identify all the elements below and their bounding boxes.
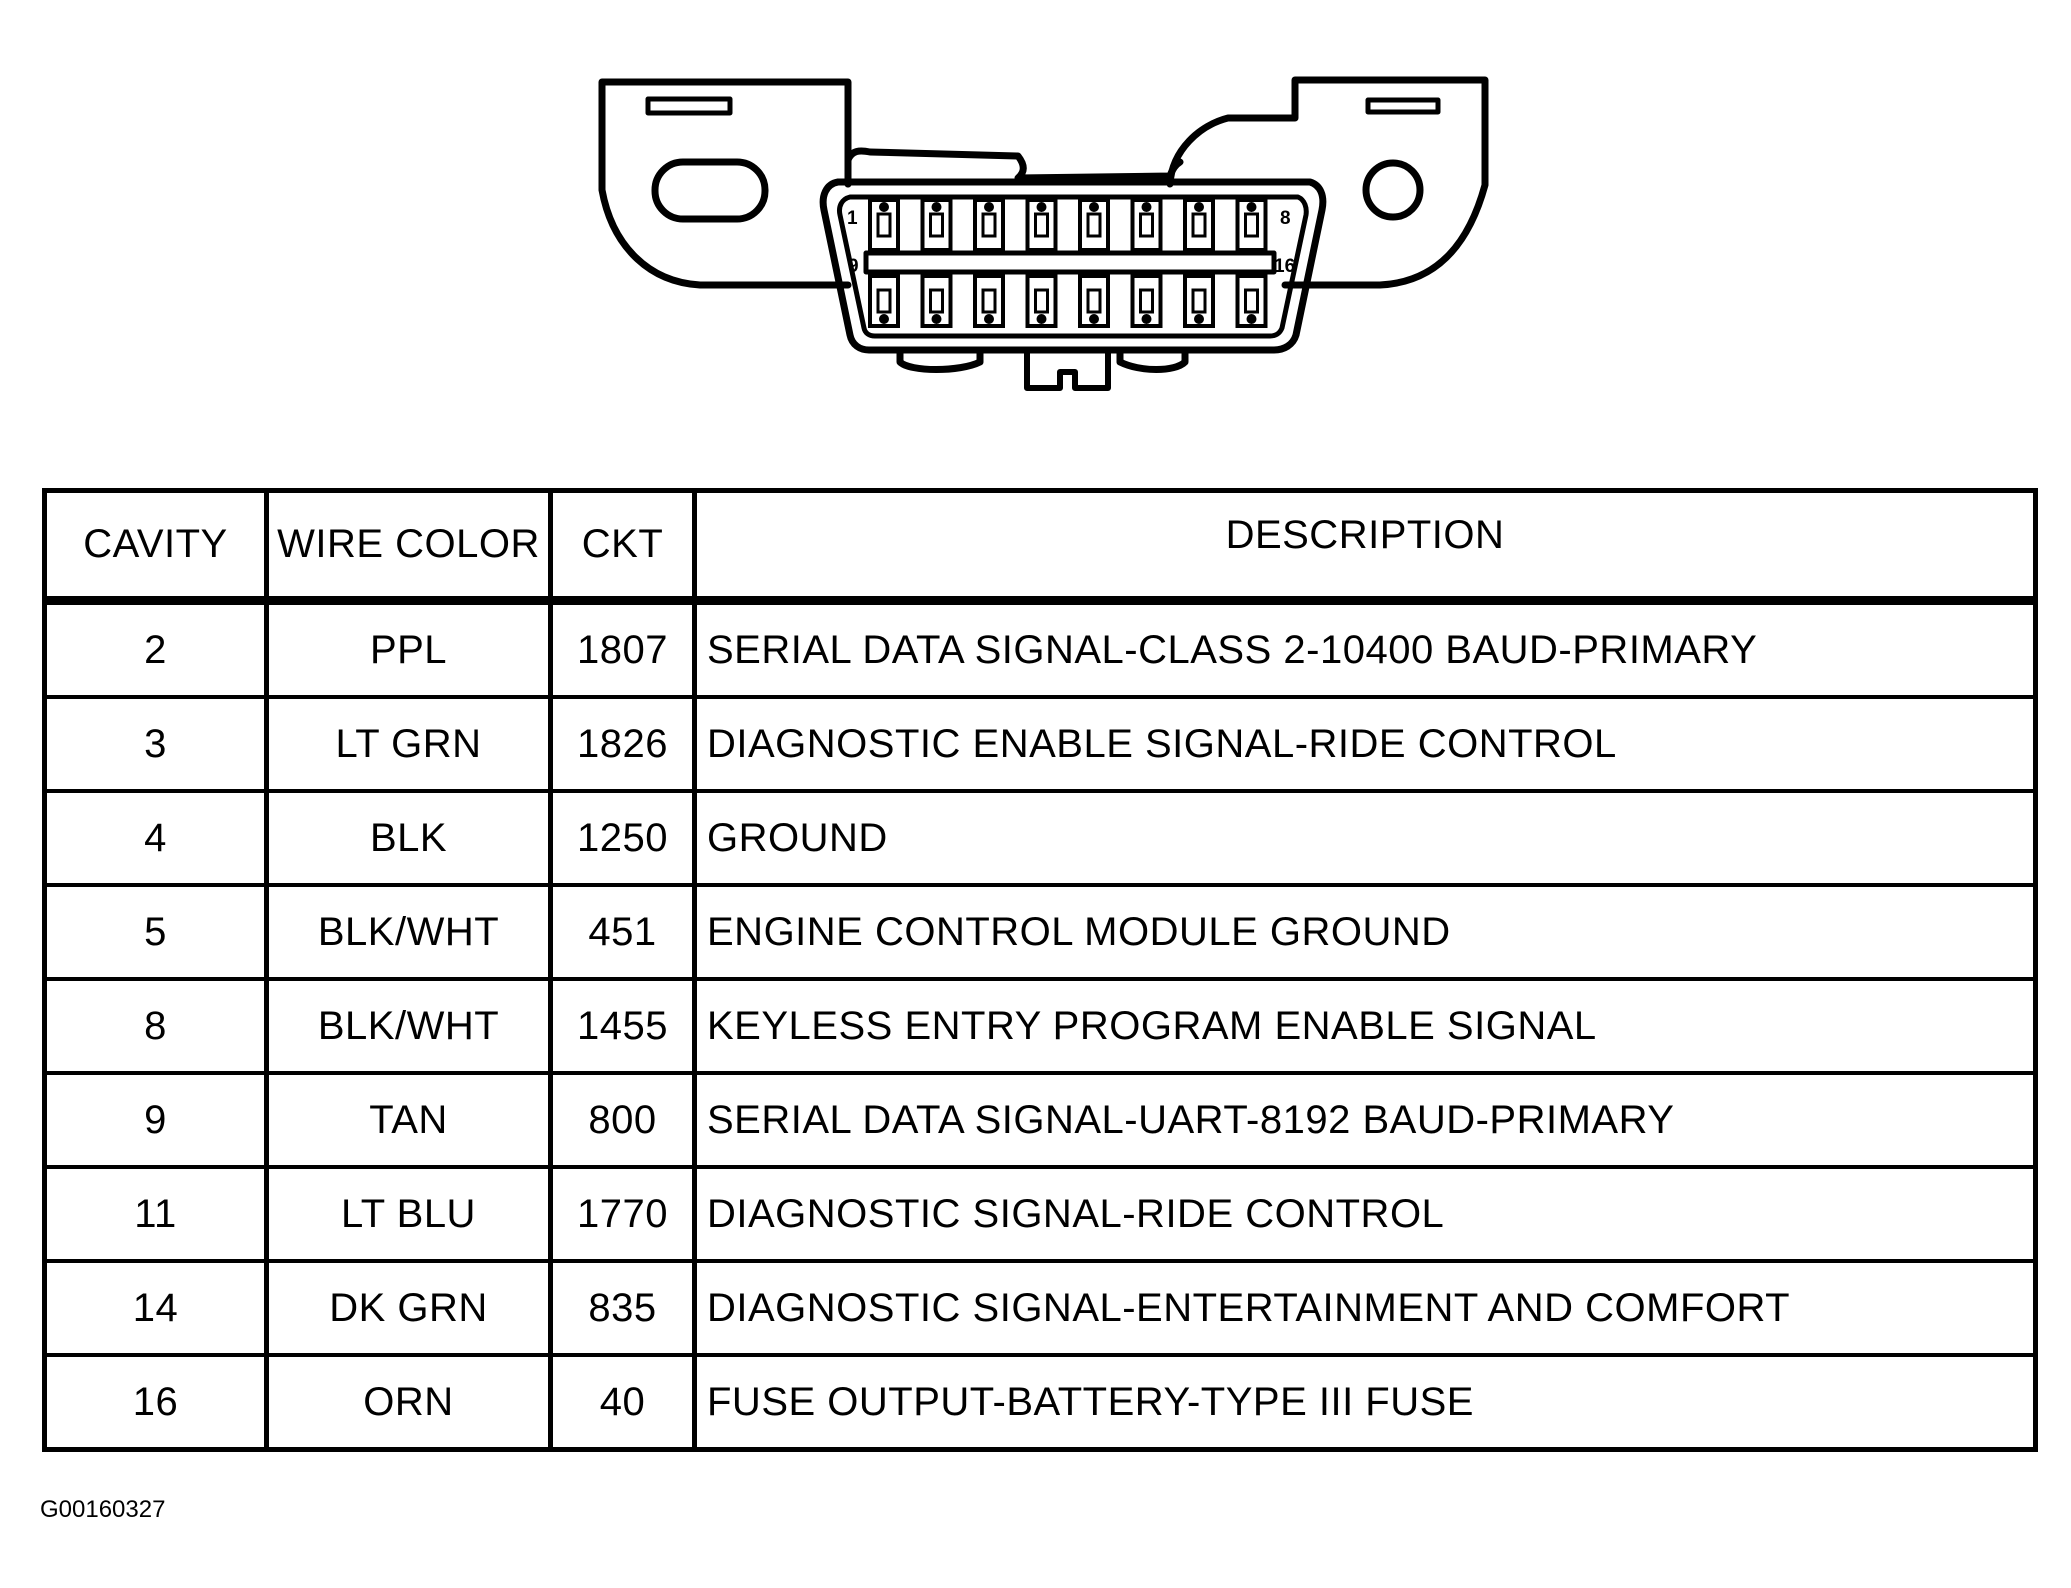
connector-diagram: 1 8 9 16 xyxy=(598,76,1489,391)
cell-cavity: 14 xyxy=(42,1259,269,1357)
header-description: DESCRIPTION xyxy=(692,488,2038,605)
table-row: 4 BLK 1250 GROUND xyxy=(42,789,2038,887)
pin-cavity-12 xyxy=(1025,274,1058,328)
cell-wire-color: PPL xyxy=(264,598,553,699)
table-header-row: CAVITY WIRE COLOR CKT DESCRIPTION xyxy=(42,488,2038,605)
cell-ckt: 40 xyxy=(548,1353,697,1452)
pin-cavity-13 xyxy=(1078,274,1110,328)
pin-cavity-2 xyxy=(920,198,953,252)
cell-wire-color: LT BLU xyxy=(264,1165,553,1263)
table-row: 2 PPL 1807 SERIAL DATA SIGNAL-CLASS 2-10… xyxy=(42,598,2038,699)
table-row: 11 LT BLU 1770 DIAGNOSTIC SIGNAL-RIDE CO… xyxy=(42,1165,2038,1263)
cell-cavity: 2 xyxy=(42,598,269,699)
table-row: 3 LT GRN 1826 DIAGNOSTIC ENABLE SIGNAL-R… xyxy=(42,695,2038,793)
left-mounting-ear xyxy=(598,78,852,289)
cell-cavity: 16 xyxy=(42,1353,269,1452)
pin-cavity-5 xyxy=(1078,198,1110,252)
pin-cavity-14 xyxy=(1130,274,1163,328)
header-ckt: CKT xyxy=(548,488,697,605)
pin-cavity-8 xyxy=(1235,198,1268,252)
round-mounting-hole xyxy=(1362,159,1424,221)
pin-cavity-4 xyxy=(1025,198,1058,252)
oval-mounting-hole xyxy=(651,158,769,223)
cell-description: KEYLESS ENTRY PROGRAM ENABLE SIGNAL xyxy=(692,977,2038,1075)
cell-cavity: 4 xyxy=(42,789,269,887)
cell-cavity: 3 xyxy=(42,695,269,793)
cell-wire-color: TAN xyxy=(264,1071,553,1169)
table-row: 5 BLK/WHT 451 ENGINE CONTROL MODULE GROU… xyxy=(42,883,2038,981)
pin-label-16: 16 xyxy=(1274,256,1295,277)
cell-wire-color: BLK/WHT xyxy=(264,977,553,1075)
table-row: 16 ORN 40 FUSE OUTPUT-BATTERY-TYPE III F… xyxy=(42,1353,2038,1452)
cell-ckt: 800 xyxy=(548,1071,697,1169)
connector-shell-outer xyxy=(819,178,1327,354)
pin-cavity-11 xyxy=(973,274,1005,328)
cell-wire-color: ORN xyxy=(264,1353,553,1452)
cell-ckt: 1826 xyxy=(548,695,697,793)
cell-description: FUSE OUTPUT-BATTERY-TYPE III FUSE xyxy=(692,1353,2038,1452)
pin-label-1: 1 xyxy=(847,208,858,229)
connector-shell-inner xyxy=(837,194,1309,339)
pin-cavity-1 xyxy=(868,198,900,252)
cell-description: DIAGNOSTIC SIGNAL-ENTERTAINMENT AND COMF… xyxy=(692,1259,2038,1357)
center-hump xyxy=(844,147,1184,188)
table-row: 8 BLK/WHT 1455 KEYLESS ENTRY PROGRAM ENA… xyxy=(42,977,2038,1075)
right-latch-tab xyxy=(1365,97,1441,115)
cell-cavity: 9 xyxy=(42,1071,269,1169)
bottom-key xyxy=(1024,347,1111,391)
pin-cavity-16 xyxy=(1235,274,1268,328)
bottom-right-lug xyxy=(1116,346,1189,373)
pin-cavity-7 xyxy=(1183,198,1215,252)
cell-cavity: 8 xyxy=(42,977,269,1075)
right-mounting-ear xyxy=(1166,76,1489,289)
cell-description: SERIAL DATA SIGNAL-CLASS 2-10400 BAUD-PR… xyxy=(692,598,2038,699)
cell-description: DIAGNOSTIC SIGNAL-RIDE CONTROL xyxy=(692,1165,2038,1263)
pin-cavity-3 xyxy=(973,198,1005,252)
cell-ckt: 1770 xyxy=(548,1165,697,1263)
cell-wire-color: BLK xyxy=(264,789,553,887)
bottom-left-lug xyxy=(896,346,984,373)
cell-ckt: 1250 xyxy=(548,789,697,887)
pin-cavity-9 xyxy=(868,274,900,328)
cell-description: GROUND xyxy=(692,789,2038,887)
pin-label-8: 8 xyxy=(1280,208,1291,229)
cell-cavity: 11 xyxy=(42,1165,269,1263)
header-wire-color: WIRE COLOR xyxy=(264,488,553,605)
cell-wire-color: BLK/WHT xyxy=(264,883,553,981)
center-separator xyxy=(863,250,1277,275)
cell-ckt: 835 xyxy=(548,1259,697,1357)
pin-cavity-10 xyxy=(920,274,953,328)
cell-wire-color: LT GRN xyxy=(264,695,553,793)
header-cavity: CAVITY xyxy=(42,488,269,605)
cell-ckt: 1455 xyxy=(548,977,697,1075)
left-latch-tab xyxy=(645,96,733,116)
cell-description: DIAGNOSTIC ENABLE SIGNAL-RIDE CONTROL xyxy=(692,695,2038,793)
pin-cavity-6 xyxy=(1130,198,1163,252)
pin-label-9: 9 xyxy=(848,256,859,277)
pin-terminals xyxy=(868,198,1268,328)
table-row: 9 TAN 800 SERIAL DATA SIGNAL-UART-8192 B… xyxy=(42,1071,2038,1169)
cell-description: SERIAL DATA SIGNAL-UART-8192 BAUD-PRIMAR… xyxy=(692,1071,2038,1169)
pinout-table: CAVITY WIRE COLOR CKT DESCRIPTION 2 PPL … xyxy=(42,488,2038,1452)
cell-wire-color: DK GRN xyxy=(264,1259,553,1357)
pin-cavity-15 xyxy=(1183,274,1215,328)
cell-ckt: 451 xyxy=(548,883,697,981)
cell-cavity: 5 xyxy=(42,883,269,981)
cell-ckt: 1807 xyxy=(548,598,697,699)
figure-id: G00160327 xyxy=(40,1496,166,1523)
table-row: 14 DK GRN 835 DIAGNOSTIC SIGNAL-ENTERTAI… xyxy=(42,1259,2038,1357)
cell-description: ENGINE CONTROL MODULE GROUND xyxy=(692,883,2038,981)
